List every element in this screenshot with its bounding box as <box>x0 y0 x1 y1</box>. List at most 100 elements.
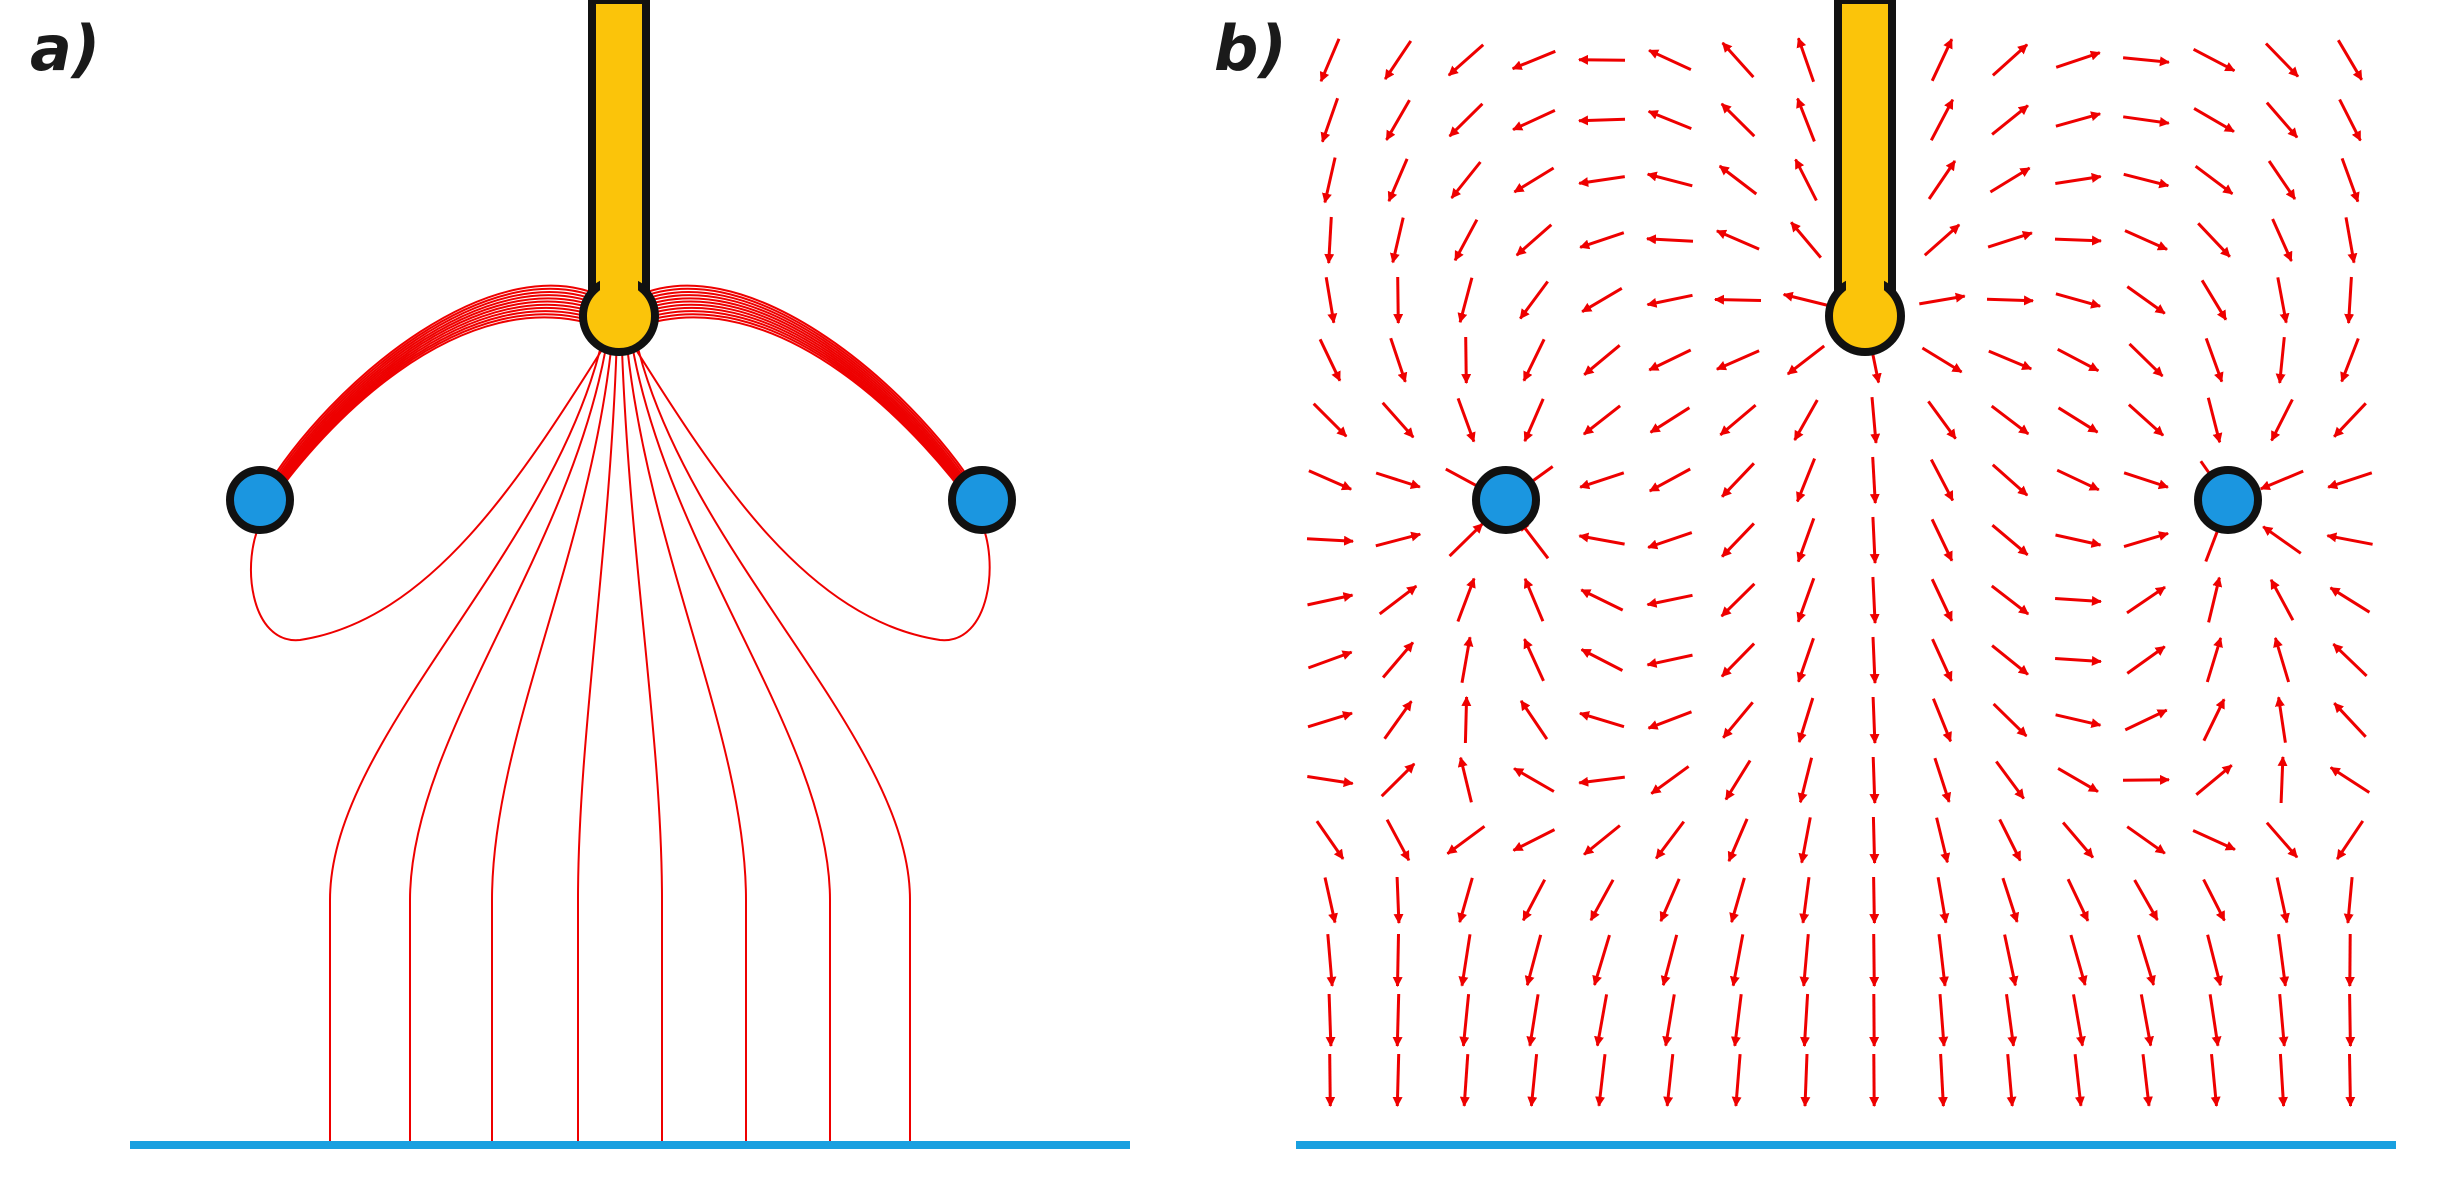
field-vector-arrow <box>1312 402 1348 438</box>
field-vector-arrow <box>1387 158 1409 203</box>
field-vector-arrow <box>1797 697 1815 743</box>
field-vector-arrow <box>1307 592 1354 607</box>
field-vector-arrow <box>1929 98 1955 141</box>
field-vector-arrow <box>1392 1053 1403 1107</box>
field-line-ground <box>491 349 612 1141</box>
field-vector-arrow <box>1731 1053 1742 1107</box>
field-line-ground <box>577 349 618 1141</box>
field-vector-arrow <box>1923 223 1961 257</box>
field-vector-arrow <box>1579 231 1625 250</box>
field-vector-arrow <box>1798 817 1812 864</box>
electrode-shaft-b <box>1834 0 1896 304</box>
field-vector-arrow <box>1383 700 1413 740</box>
field-vector-arrow <box>1307 775 1354 788</box>
field-vector-arrow <box>2273 637 2291 683</box>
field-vector-arrow <box>1381 401 1415 439</box>
field-vector-arrow <box>1324 216 1335 264</box>
field-vector-arrow <box>1646 234 1694 245</box>
field-vector-arrow <box>1523 577 1545 622</box>
field-vector-arrow <box>1869 516 1880 564</box>
field-vector-arrow <box>1583 344 1621 376</box>
field-vector-arrow <box>1578 175 1626 188</box>
field-line-right <box>628 287 980 498</box>
field-vector-arrow <box>1659 878 1681 923</box>
field-vector-arrow <box>1799 933 1810 987</box>
field-vector-arrow <box>2194 164 2234 196</box>
field-vector-arrow <box>1646 593 1693 608</box>
field-vector-arrow <box>2197 222 2231 258</box>
field-vector-arrow <box>1869 636 1880 684</box>
field-vector-arrow <box>1459 993 1471 1047</box>
field-vector-arrow <box>1457 756 1473 803</box>
field-vector-arrow <box>2066 878 2090 922</box>
field-vector-arrow <box>2128 342 2164 378</box>
field-line-right <box>628 294 978 502</box>
field-vector-arrow <box>1325 993 1336 1047</box>
field-vector-arrow <box>1991 43 2029 77</box>
field-vector-arrow <box>1721 462 1755 498</box>
field-vector-arrow <box>1453 218 1479 262</box>
field-vector-arrow <box>1869 933 1880 987</box>
field-vector-arrow <box>1796 577 1816 623</box>
field-vector-arrow <box>2192 829 2236 851</box>
field-vector-arrow <box>1793 399 1819 441</box>
field-vector-arrow <box>2055 172 2102 185</box>
field-vector-arrow <box>1990 584 2030 616</box>
field-vector-arrow <box>1448 102 1484 138</box>
field-vector-arrow <box>2126 645 2166 675</box>
field-vector-arrow <box>1937 1053 1948 1107</box>
field-vector-arrow <box>1393 876 1404 924</box>
field-vector-arrow <box>1929 458 1955 502</box>
field-vector-arrow <box>2127 403 2165 437</box>
field-vector-arrow <box>1461 696 1472 744</box>
field-line-right <box>628 291 979 500</box>
field-vector-arrow <box>2206 397 2223 444</box>
field-vector-arrow <box>2069 934 2088 986</box>
field-vector-arrow <box>1461 336 1472 384</box>
field-vector-arrow <box>2072 994 2086 1047</box>
field-vector-arrow <box>2073 1054 2085 1107</box>
charge-right-a <box>948 466 1016 534</box>
field-vector-arrow <box>2329 766 2371 794</box>
field-line-ground <box>329 349 601 1141</box>
field-vector-arrow <box>1375 531 1422 548</box>
field-vector-arrow <box>1648 49 1692 71</box>
field-vector-arrow <box>1931 638 1953 682</box>
field-vector-arrow <box>2210 1053 2221 1107</box>
field-vector-arrow <box>2206 934 2224 987</box>
field-line-left <box>264 294 610 502</box>
field-vector-arrow <box>2270 398 2294 442</box>
field-vector-arrow <box>1790 221 1822 259</box>
field-vector-arrow <box>1921 346 1963 374</box>
field-line-left <box>262 313 610 514</box>
field-vector-arrow <box>1927 400 1957 440</box>
field-vector-arrow <box>1513 166 1555 194</box>
field-line-left <box>264 297 610 504</box>
field-vector-arrow <box>1519 280 1549 320</box>
ground-plane-a <box>130 1141 1130 1149</box>
field-vector-arrow <box>1578 532 1625 546</box>
field-vector-arrow <box>2207 576 2223 623</box>
field-vector-arrow <box>2057 406 2099 434</box>
field-vector-arrow <box>1378 584 1418 616</box>
field-vector-arrow <box>1800 1053 1811 1107</box>
panel-a-field-lines <box>250 284 991 1141</box>
field-vector-arrow <box>2122 115 2170 127</box>
field-vector-arrow <box>1919 292 1966 306</box>
field-line-ground <box>621 349 663 1141</box>
field-vector-arrow <box>1989 166 2031 194</box>
field-vector-arrow <box>2055 50 2101 69</box>
field-vector-arrow <box>1938 993 1949 1047</box>
field-line-left <box>261 284 610 496</box>
field-vector-arrow <box>1519 700 1549 740</box>
field-vector-arrow <box>1512 828 1556 852</box>
field-vector-arrow <box>1459 1053 1470 1107</box>
field-vector-arrow <box>1660 934 1679 987</box>
field-vector-arrow <box>2333 702 2367 738</box>
field-vector-arrow <box>2262 525 2302 555</box>
field-vector-arrow <box>1721 522 1755 558</box>
field-vector-arrow <box>2200 279 2228 321</box>
field-vector-arrow <box>1730 994 1743 1047</box>
field-vector-arrow <box>1579 471 1625 490</box>
field-vector-arrow <box>1992 702 2028 738</box>
